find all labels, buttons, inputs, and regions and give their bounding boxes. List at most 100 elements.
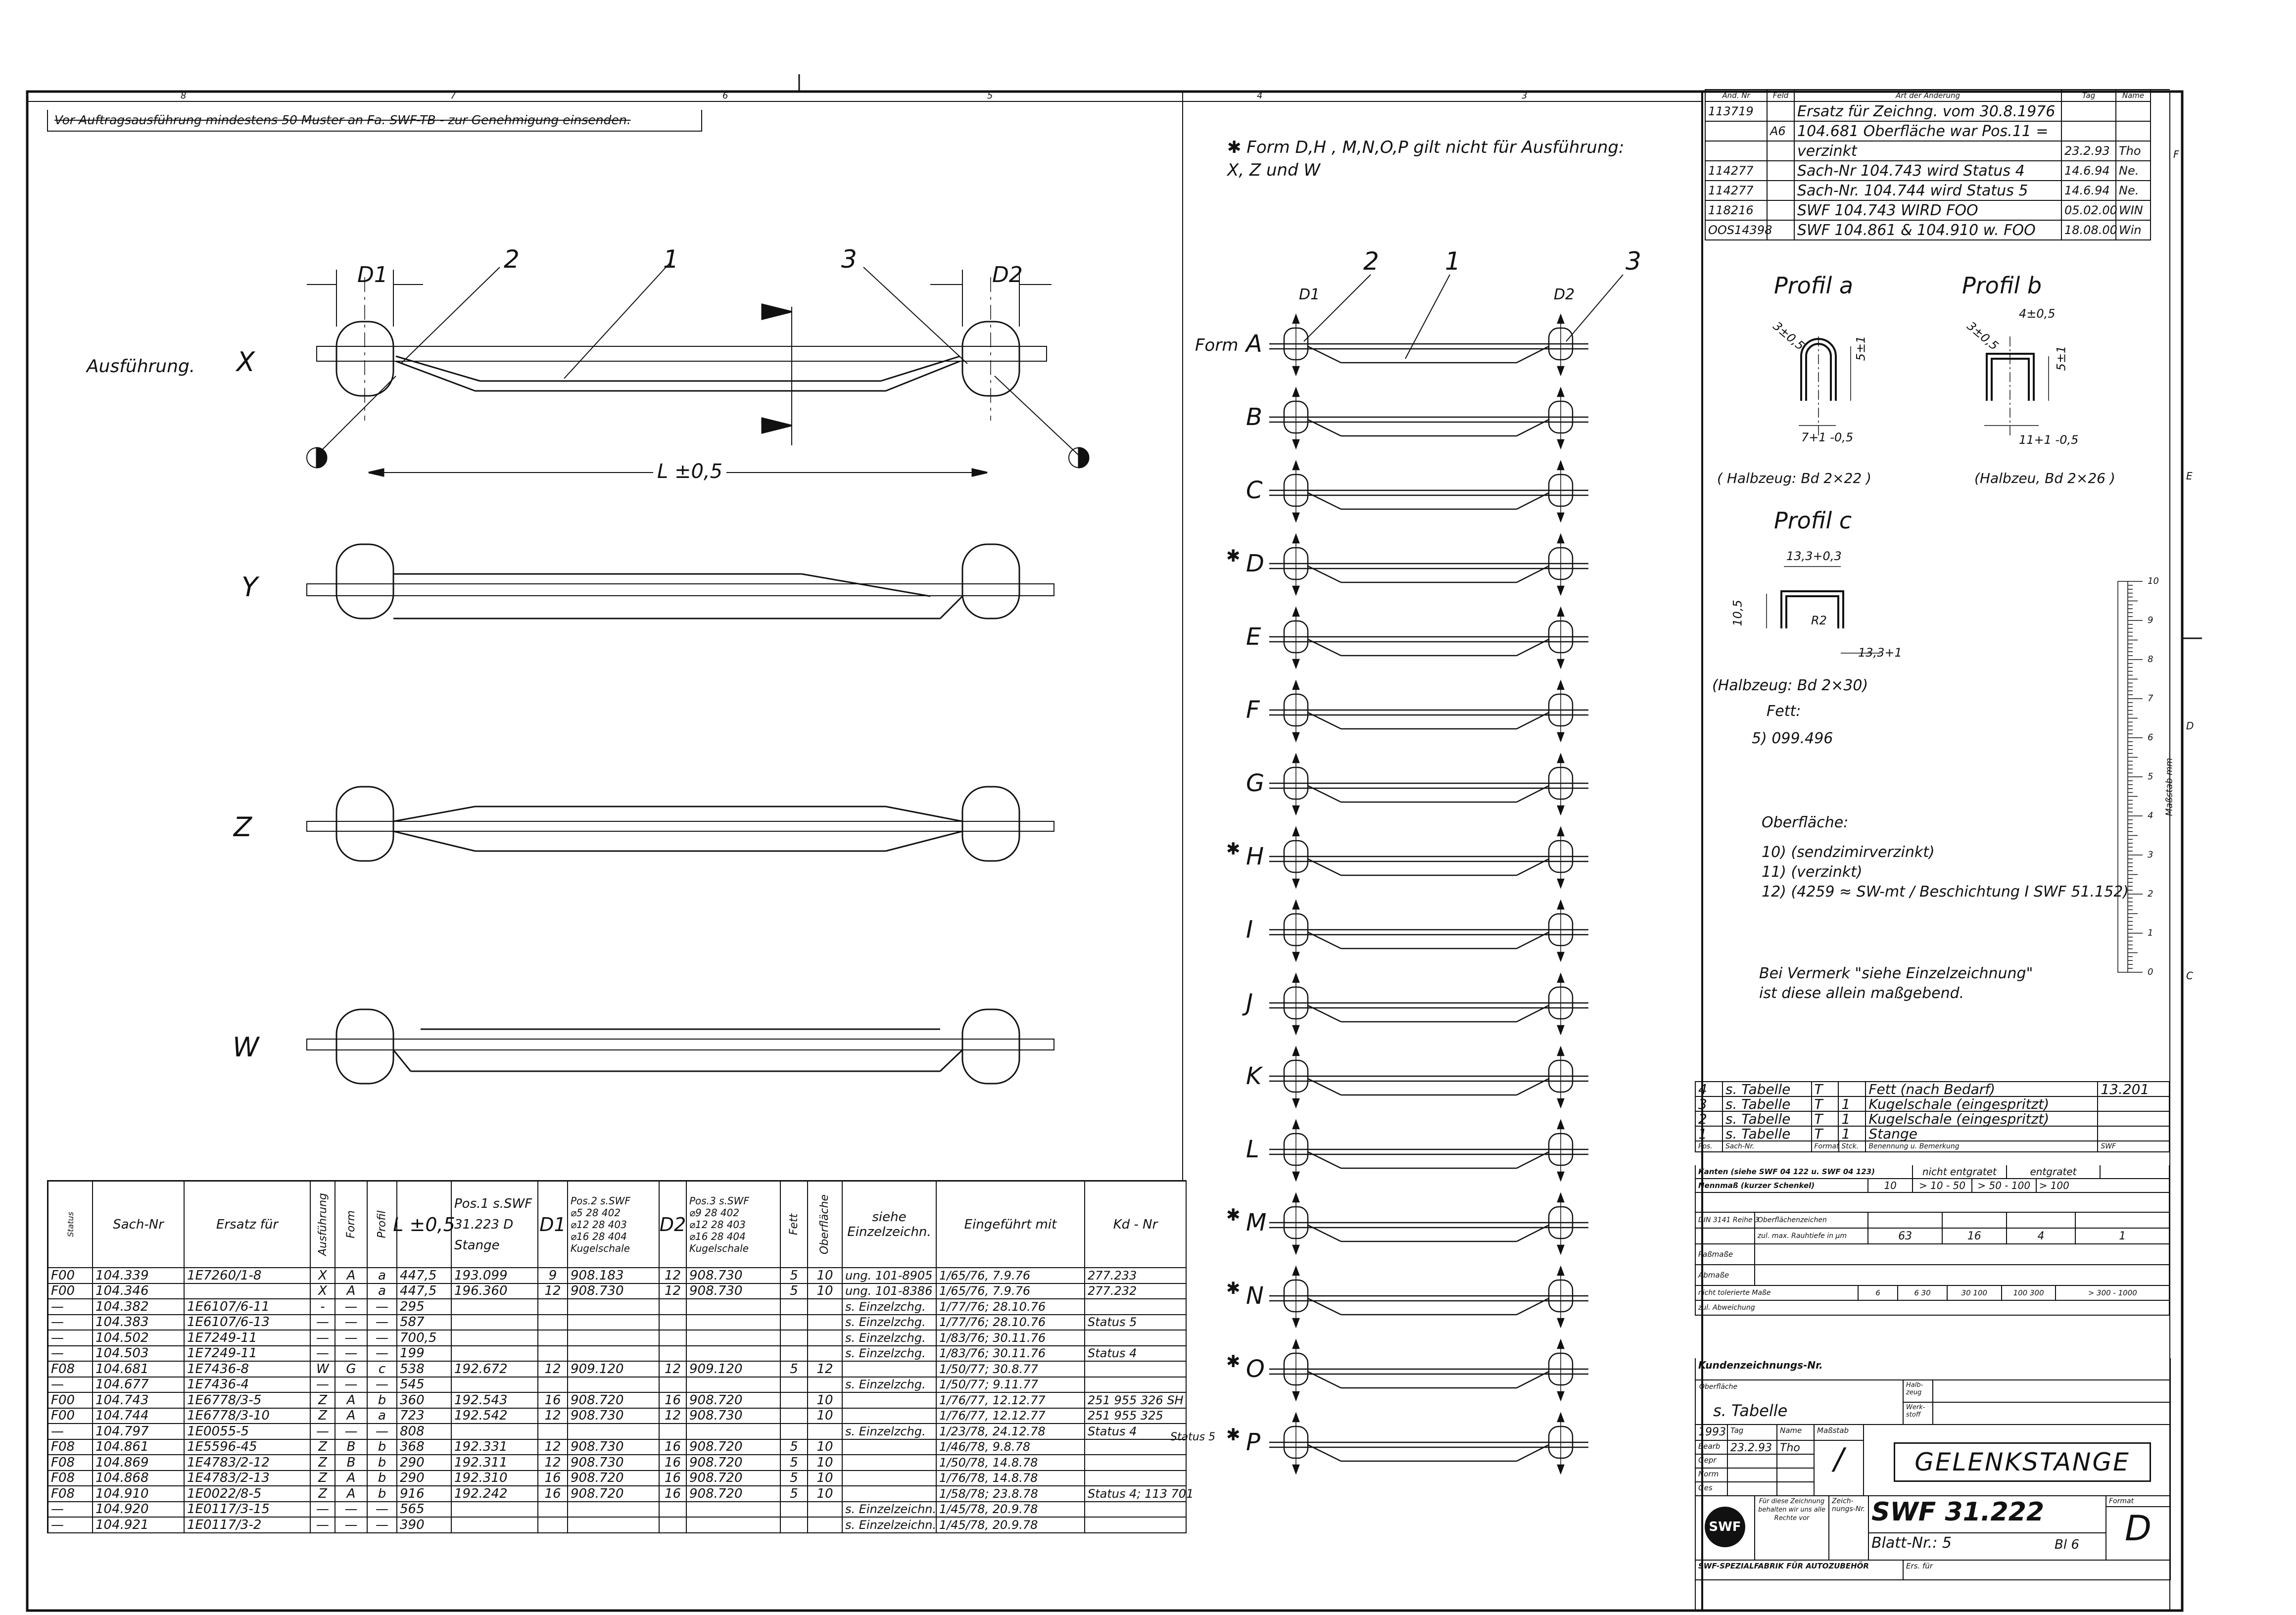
parts-cell: 4 [1696, 1081, 1723, 1097]
table-cell: 104.744 [93, 1408, 185, 1424]
grid-right-F: F [2173, 148, 2179, 160]
table-cell: F08 [48, 1439, 93, 1455]
table-cell: ung. 101-8386 [843, 1283, 937, 1299]
table-cell: 538 [397, 1362, 452, 1378]
bearb-label: Bearb [1696, 1441, 1728, 1455]
scale-tick-label: 2 [2148, 889, 2153, 899]
table-cell: 908.730 [687, 1268, 781, 1284]
table-cell: 587 [397, 1315, 452, 1330]
parts-header-cell: Stck. [1839, 1141, 1866, 1152]
table-cell: 1E0055-5 [185, 1424, 311, 1440]
form-n-label: N [1246, 1282, 1264, 1310]
table-cell [687, 1346, 781, 1362]
table-cell: 10 [808, 1408, 843, 1424]
parts-cell: Stange [1866, 1126, 2099, 1142]
table-cell [781, 1346, 808, 1362]
table-cell: 192.543 [452, 1393, 538, 1409]
scale-tick-label: 4 [2148, 810, 2153, 821]
table-cell [538, 1315, 568, 1330]
form-e-rod [1269, 606, 1588, 669]
tolerance-cell: zul. max. Rauhtiefe in µm [1755, 1229, 1869, 1244]
table-cell [843, 1362, 937, 1378]
surface-box [1696, 1380, 1904, 1425]
form-e-label: E [1246, 623, 1261, 651]
table-cell: 104.920 [93, 1502, 185, 1518]
table-cell: 16 [538, 1393, 568, 1409]
table-cell: 1/83/76; 30.11.76 [937, 1346, 1085, 1362]
change-cell: 05.02.00 [2062, 201, 2117, 221]
table-cell: 1E6778/3-5 [185, 1393, 311, 1409]
table-cell [568, 1377, 660, 1393]
left-detail-drawing [306, 262, 1090, 1085]
tolerance-cell: > 300 - 1000 [2056, 1286, 2170, 1301]
tolerance-cell [1696, 1229, 1755, 1244]
form-a-rod [1269, 313, 1588, 377]
form-a-label: A [1244, 330, 1262, 358]
tolerance-cell: Kanten (siehe SWF 04 122 u. SWF 04 123) [1696, 1165, 1913, 1179]
tolerance-row: Kanten (siehe SWF 04 122 u. SWF 04 123)n… [1695, 1165, 2170, 1179]
profil-c-dim-4: 13,3+1 [1858, 646, 1902, 660]
profile-sections [1766, 336, 2049, 654]
form-f-rod [1269, 679, 1588, 743]
parts-cell: 1 [1839, 1111, 1866, 1127]
table-cell [452, 1330, 538, 1346]
table-cell [538, 1502, 568, 1518]
table-cell: Z [311, 1486, 335, 1502]
table-cell: — [48, 1424, 93, 1440]
parts-cell: T [1812, 1081, 1839, 1097]
table-cell: 12 [660, 1268, 687, 1284]
table-cell: Status 4; 113 701 [1085, 1486, 1194, 1502]
table-cell: — [368, 1346, 397, 1362]
tolerance-cell [1868, 1213, 1943, 1229]
table-header-cell: Sach-Nr [93, 1182, 185, 1268]
table-cell: 909.120 [687, 1362, 781, 1378]
title-block-cell [1728, 1469, 1777, 1482]
parts-cell: Kugelschale (eingespritzt) [1866, 1096, 2099, 1112]
table-cell: 192.242 [452, 1486, 538, 1502]
table-cell: Z [311, 1393, 335, 1409]
table-cell: s. Einzelzchg. [843, 1424, 937, 1440]
table-cell: 1E0022/8-5 [185, 1486, 311, 1502]
table-cell: 16 [660, 1439, 687, 1455]
tolerance-cell: 10 [1868, 1179, 1913, 1193]
table-cell: 1/50/77; 30.8.77 [937, 1362, 1085, 1378]
form-n-rod [1269, 1265, 1588, 1329]
profil-a-dim-2: 5±1 [1854, 335, 1868, 361]
table-cell: 1E7436-4 [185, 1377, 311, 1393]
tolerance-cell: 63 [1868, 1229, 1943, 1244]
change-cell: verzinkt [1795, 142, 2062, 161]
table-cell: 1/45/78, 20.9.78 [937, 1518, 1085, 1533]
table-cell: F08 [48, 1486, 93, 1502]
tolerance-cell [2101, 1165, 2170, 1179]
parts-cell: 3 [1696, 1096, 1723, 1112]
sheet-total: Bl 6 [2055, 1537, 2079, 1552]
form-g-rod [1269, 753, 1588, 816]
ersatz-label: Ers. für [1904, 1561, 2171, 1580]
table-cell: 5 [781, 1362, 808, 1378]
pos3-header-line: Kugelschale [689, 1242, 749, 1254]
profil-a-title: Profil a [1774, 272, 1854, 299]
change-cell: Tho [2116, 142, 2151, 161]
length-dimension: L ±0,5 [653, 460, 727, 483]
table-cell: a [368, 1408, 397, 1424]
table-cell: 908.720 [687, 1439, 781, 1455]
table-cell [1085, 1518, 1187, 1533]
rotated-header-label: Status [65, 1212, 75, 1237]
bearb-name: Tho [1777, 1441, 1815, 1455]
table-cell: 5 [781, 1455, 808, 1471]
scale-tick-label: 5 [2148, 771, 2153, 782]
grid-top-8: 8 [181, 91, 187, 101]
change-cell: 23.2.93 [2062, 142, 2116, 161]
table-cell [660, 1424, 687, 1440]
oberflaeche-item-11: 11) (verzinkt) [1762, 863, 1863, 881]
table-cell: 104.797 [93, 1424, 185, 1440]
table-cell: 390 [397, 1518, 452, 1533]
d2-dimension: D2 [992, 262, 1023, 287]
table-cell [808, 1502, 843, 1518]
